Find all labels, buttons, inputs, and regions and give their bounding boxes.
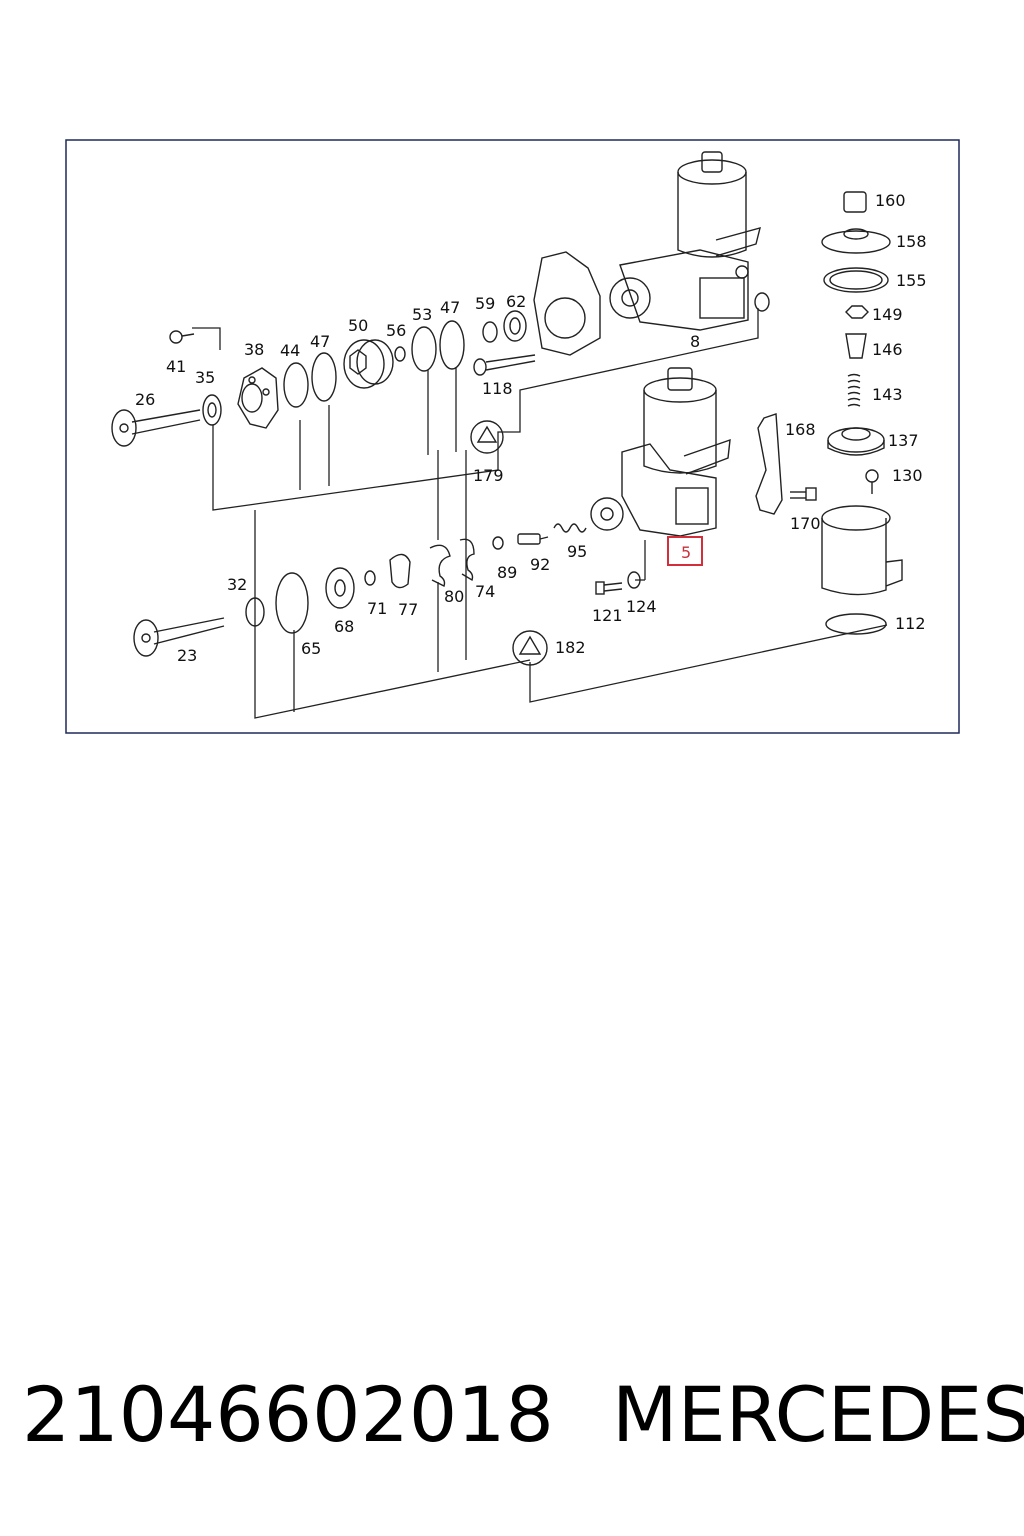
spring-143-icon <box>847 373 861 407</box>
ring-89-icon <box>492 536 504 550</box>
screw-41-icon <box>169 330 195 344</box>
bolt-121-icon <box>595 581 623 595</box>
callout-23: 23 <box>177 646 197 665</box>
nut-149-icon <box>845 305 869 319</box>
spring-95-icon <box>553 523 587 533</box>
brand-name: MERCEDES <box>612 1370 1024 1459</box>
bolt-170-icon <box>790 487 817 501</box>
pump-assembly-5 <box>590 367 731 537</box>
callout-74: 74 <box>475 582 495 601</box>
callout-26: 26 <box>135 390 155 409</box>
leader-lines <box>192 308 888 719</box>
callout-160: 160 <box>875 191 906 210</box>
ring-56-icon <box>394 346 406 362</box>
seal-62-icon <box>503 310 527 342</box>
clip-74-icon <box>459 538 475 582</box>
callout-80: 80 <box>444 587 464 606</box>
callout-41: 41 <box>166 357 186 376</box>
o-ring-53-icon <box>411 326 437 372</box>
callout-71: 71 <box>367 599 387 618</box>
callout-53: 53 <box>412 305 432 324</box>
callout-47a: 47 <box>440 298 460 317</box>
callout-35: 35 <box>195 368 215 387</box>
gasket-155-icon <box>823 267 889 293</box>
plate-179-icon <box>470 420 504 454</box>
callout-8: 8 <box>690 332 700 351</box>
caption-bar: 21046602018 MERCEDES <box>0 1370 1024 1480</box>
callout-labels: 160 158 155 149 146 143 137 130 168 170 … <box>135 191 927 665</box>
cap-158-icon <box>821 228 891 254</box>
callout-170: 170 <box>790 514 821 533</box>
housing-cover-icon <box>533 251 601 356</box>
screw-130-icon <box>865 469 879 494</box>
callout-149: 149 <box>872 305 903 324</box>
callout-92: 92 <box>530 555 550 574</box>
callout-38: 38 <box>244 340 264 359</box>
callout-89: 89 <box>497 563 517 582</box>
seal-32-icon <box>245 597 265 627</box>
callout-155: 155 <box>896 271 927 290</box>
rotor-68-icon <box>325 567 355 609</box>
callout-77: 77 <box>398 600 418 619</box>
o-ring-47a-icon <box>439 320 465 370</box>
callout-62: 62 <box>506 292 526 311</box>
callout-56: 56 <box>386 321 406 340</box>
nut-160-icon <box>843 191 867 213</box>
pump-assembly-8 <box>609 151 770 331</box>
callout-50: 50 <box>348 316 368 335</box>
valve-92-icon <box>517 533 549 545</box>
ring-71-icon <box>364 570 376 586</box>
bracket-168-icon <box>755 413 783 515</box>
callout-118: 118 <box>482 379 513 398</box>
callout-168: 168 <box>785 420 816 439</box>
shaft-26-icon <box>111 409 201 447</box>
callout-137: 137 <box>888 431 919 450</box>
callout-44: 44 <box>280 341 300 360</box>
reservoir-112-icon <box>821 505 903 596</box>
callout-146: 146 <box>872 340 903 359</box>
callout-179: 179 <box>473 466 504 485</box>
clip-80-icon <box>429 544 451 587</box>
callout-124: 124 <box>626 597 657 616</box>
plate-182-icon <box>512 630 548 666</box>
shaft-23-icon <box>133 617 225 657</box>
washer-124-icon <box>627 571 641 589</box>
callout-143: 143 <box>872 385 903 404</box>
bolt-118-icon <box>473 354 536 376</box>
callout-47b: 47 <box>310 332 330 351</box>
callout-59: 59 <box>475 294 495 313</box>
seal-35-icon <box>202 394 222 426</box>
callout-158: 158 <box>896 232 927 251</box>
callout-112: 112 <box>895 614 926 633</box>
callout-65: 65 <box>301 639 321 658</box>
insert-146-icon <box>845 333 867 359</box>
washer-59-icon <box>482 321 498 343</box>
highlight-box <box>667 536 703 566</box>
diagram-border <box>65 139 960 734</box>
cam-ring-77-icon <box>389 553 411 589</box>
seal-ring-112-icon <box>825 613 887 635</box>
filter-137-icon <box>827 427 885 456</box>
callout-68: 68 <box>334 617 354 636</box>
o-ring-65-icon <box>275 572 309 634</box>
pump-cover-38-icon <box>237 367 279 429</box>
o-ring-44-icon <box>283 362 309 408</box>
exploded-parts-diagram: 160 158 155 149 146 143 137 130 168 170 … <box>0 0 1024 760</box>
callout-182: 182 <box>555 638 586 657</box>
o-ring-47b-icon <box>311 352 337 402</box>
callout-32: 32 <box>227 575 247 594</box>
callout-95: 95 <box>567 542 587 561</box>
pulley-50-icon <box>343 339 394 389</box>
cover-bore-icon <box>544 297 586 339</box>
callout-121: 121 <box>592 606 623 625</box>
part-number: 21046602018 <box>22 1370 554 1459</box>
callout-5: 5 <box>681 543 691 562</box>
callout-130: 130 <box>892 466 923 485</box>
